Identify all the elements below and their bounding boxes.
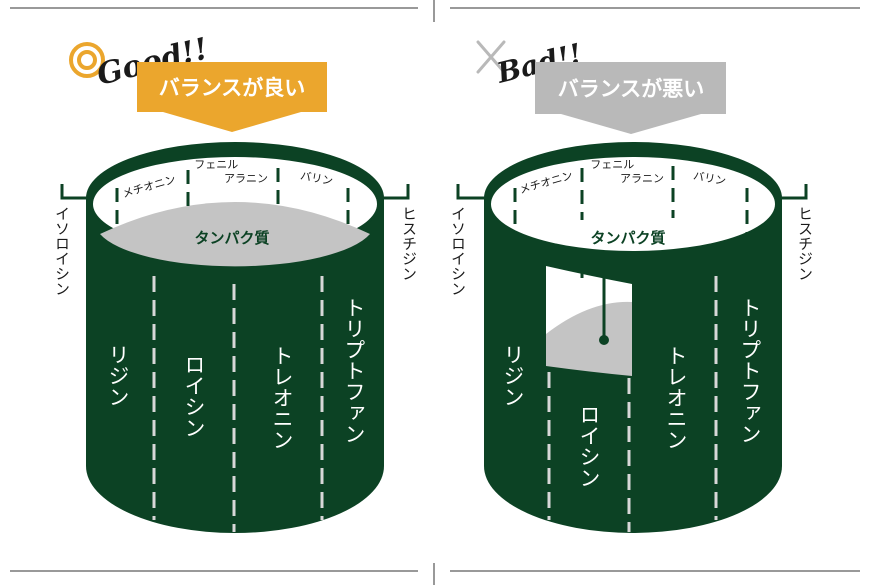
good-side-left-label: イソロイシン xyxy=(53,206,71,296)
bad-barrel-inner xyxy=(491,157,775,251)
good-side-right-label: ヒスチジン xyxy=(400,206,418,281)
good-panel: Good!! バランスが良い メチオニン フェニ xyxy=(53,31,418,533)
bad-front-stave-label: ロイシン xyxy=(577,404,601,488)
cross-mark-icon xyxy=(476,40,506,74)
frame-lines xyxy=(10,0,860,585)
bad-protein-surface xyxy=(546,301,632,376)
good-front-stave-label: リジン xyxy=(106,344,130,407)
bad-banner-shape xyxy=(535,62,726,134)
bad-front-stave-label: トレオニン xyxy=(664,345,688,450)
good-left-side-stave xyxy=(60,184,92,200)
bad-back-stave-label-split: フェニル アラニン xyxy=(590,158,664,185)
good-banner-text: バランスが良い xyxy=(159,76,306,100)
bad-front-dashes xyxy=(547,276,718,532)
bad-panel: Bad!! バランスが悪い xyxy=(449,37,814,533)
bad-left-side-stave xyxy=(456,184,490,200)
double-circle-icon xyxy=(69,42,105,78)
good-right-side-stave xyxy=(378,184,410,200)
bad-right-side-stave xyxy=(776,184,808,200)
good-front-stave-label: トレオニン xyxy=(270,345,294,450)
bad-side-right-label: ヒスチジン xyxy=(796,206,814,281)
bad-protein-dot xyxy=(599,335,609,345)
good-inner-dashes xyxy=(115,168,350,228)
bad-front-stave-label: リジン xyxy=(501,344,525,407)
good-back-stave-label: バリン xyxy=(299,169,334,188)
bad-banner-text: バランスが悪い xyxy=(558,77,705,101)
good-front-dashes xyxy=(152,276,324,532)
good-protein-label: タンパク質 xyxy=(194,229,269,247)
good-back-stave-label-split: フェニル アラニン xyxy=(194,158,268,185)
good-front-stave-label: ロイシン xyxy=(182,354,206,438)
bad-protein-label: タンパク質 xyxy=(590,229,665,247)
bad-back-stave-label: バリン xyxy=(692,169,727,188)
good-banner-shape xyxy=(137,62,327,132)
bad-inner-dashes xyxy=(513,166,749,286)
good-protein-surface xyxy=(100,202,370,267)
bad-front-stave-label: トリプトファン xyxy=(738,297,762,444)
good-front-stave-label: トリプトファン xyxy=(342,297,366,444)
bad-side-left-label: イソロイシン xyxy=(449,206,467,296)
